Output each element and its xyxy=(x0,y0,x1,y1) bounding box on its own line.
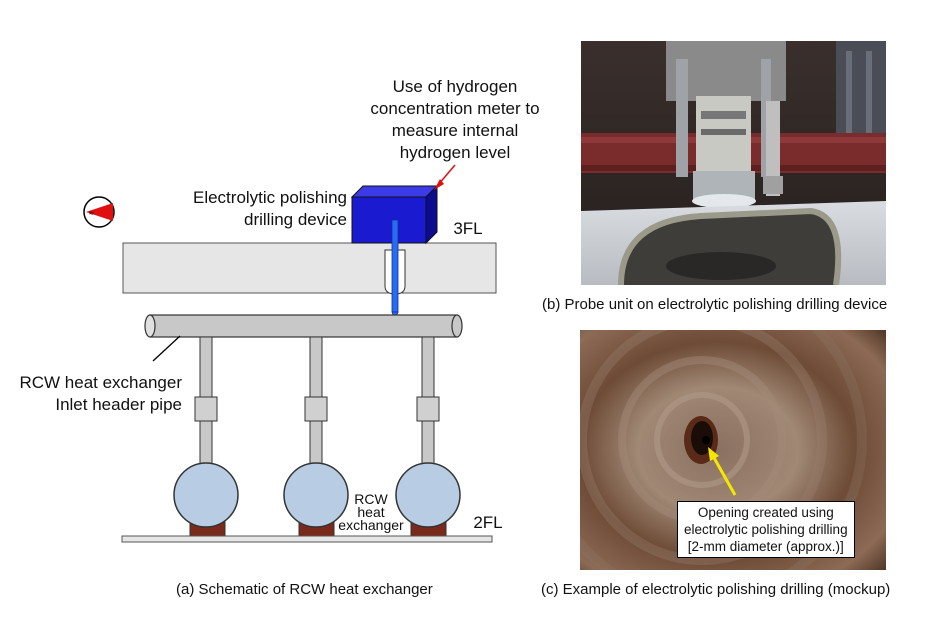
caption-a: (a) Schematic of RCW heat exchanger xyxy=(176,581,433,598)
callout-line: [2-mm diameter (approx.)] xyxy=(687,539,844,554)
exchanger-label: RCW heat exchanger xyxy=(336,491,406,533)
caption-c: (c) Example of electrolytic polishing dr… xyxy=(541,581,891,598)
probe-unit-photo xyxy=(581,41,886,285)
hydrogen-note: Use of hydrogen concentration meter to m… xyxy=(362,76,548,164)
hydrogen-note-line: concentration meter to xyxy=(370,99,540,118)
drilling-callout: Opening created using electrolytic polis… xyxy=(677,501,855,558)
floor-2fl-label: 2FL xyxy=(473,513,503,532)
svg-text:≈: ≈ xyxy=(89,208,94,218)
floor-slab-3fl xyxy=(122,242,497,294)
pipe-label-leader xyxy=(152,335,181,362)
device-label: Electrolytic polishing drilling device xyxy=(160,187,347,231)
callout-line: electrolytic polishing drilling xyxy=(684,522,848,537)
exchanger-label-line: heat xyxy=(357,504,385,520)
hydrogen-note-line: hydrogen level xyxy=(399,143,511,162)
callout-line: Opening created using xyxy=(697,505,834,520)
pipe-label-line: Inlet header pipe xyxy=(55,395,182,414)
hydrogen-note-line: Use of hydrogen xyxy=(392,77,518,96)
exchanger-unit-1 xyxy=(173,336,239,537)
pipe-label-line: RCW heat exchanger xyxy=(19,373,182,392)
electrolytic-device-block xyxy=(350,184,439,245)
floor-slab-2fl xyxy=(121,535,493,543)
hydrogen-note-line: measure internal xyxy=(391,121,519,140)
exchanger-unit-3 xyxy=(395,336,461,537)
inlet-header-pipe xyxy=(144,314,463,338)
floor-3fl-label: 3FL xyxy=(453,219,483,238)
exchanger-label-line: exchanger xyxy=(338,517,404,533)
north-compass-icon: ≈ xyxy=(83,196,115,228)
device-label-line: drilling device xyxy=(244,210,347,229)
probe-needle xyxy=(391,219,399,313)
device-label-line: Electrolytic polishing xyxy=(192,188,347,207)
exchanger-label-line: RCW xyxy=(354,491,388,507)
exchanger-unit-2 xyxy=(283,336,349,537)
caption-b: (b) Probe unit on electrolytic polishing… xyxy=(542,296,888,313)
pipe-label: RCW heat exchanger Inlet header pipe xyxy=(10,372,182,416)
